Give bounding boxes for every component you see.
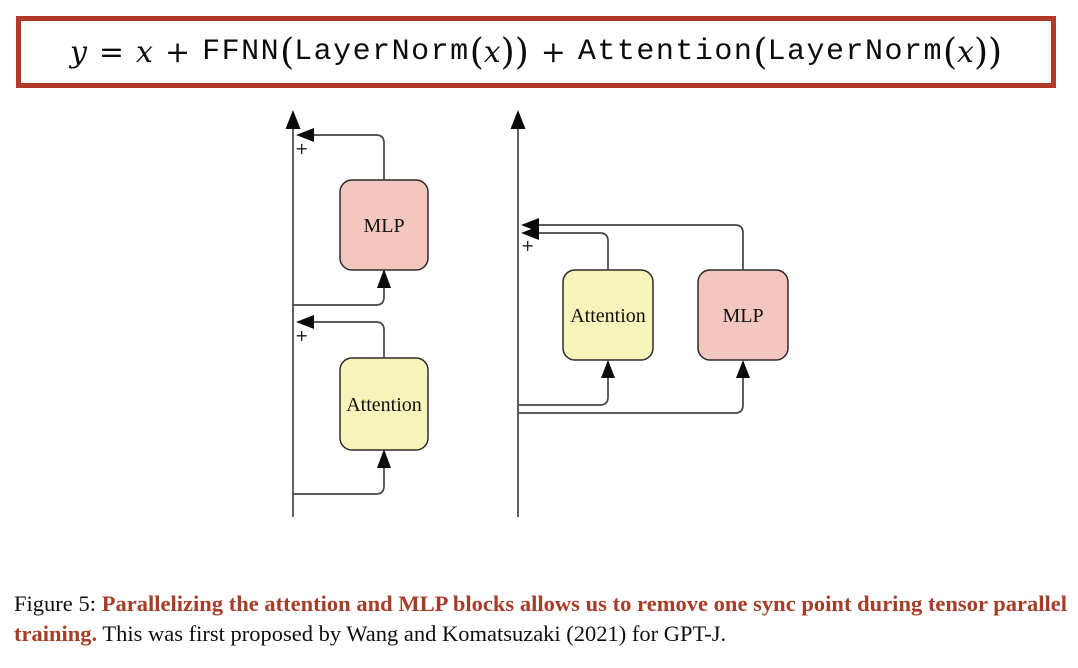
attention-input-line	[293, 468, 385, 495]
formula-equals: =	[98, 34, 125, 70]
mlp-block-label: MLP	[363, 215, 404, 237]
attention-block-label: Attention	[570, 305, 646, 327]
parallel-diagram: Attention MLP +	[510, 110, 789, 517]
attention-output-line	[538, 232, 609, 270]
caption-rest: This was first proposed by Wang and Koma…	[97, 620, 727, 646]
equation-box: y = x + FFNN ( LayerNorm ( x )) + Attent…	[16, 16, 1056, 88]
up-arrow-icon	[510, 110, 526, 129]
formula-layernorm: LayerNorm	[767, 35, 943, 69]
formula-attention: Attention	[577, 35, 754, 69]
formula-var-x: x	[483, 34, 501, 70]
formula-var-y: y	[69, 34, 87, 70]
formula-var-x: x	[136, 34, 153, 70]
add-symbol: +	[295, 139, 308, 158]
left-arrow-icon	[296, 128, 314, 142]
formula-var-x: x	[957, 34, 974, 70]
left-arrow-icon	[296, 315, 314, 329]
left-arrow-icon	[521, 218, 539, 232]
formula-plus: +	[540, 34, 566, 70]
figure-caption: Figure 5: Parallelizing the attention an…	[14, 589, 1067, 648]
caption-highlight: Parallelizing the attention and MLP bloc…	[14, 591, 1067, 646]
formula-ffnn: FFNN	[202, 35, 281, 69]
up-arrow-icon	[377, 269, 391, 288]
mlp-output-line	[313, 134, 385, 180]
formula-plus: +	[164, 34, 191, 70]
attention-output-line	[313, 321, 385, 358]
up-arrow-icon	[601, 360, 615, 378]
up-arrow-icon	[736, 360, 750, 378]
add-symbol: +	[521, 236, 534, 255]
up-arrow-icon	[285, 110, 301, 129]
mlp-input-line	[293, 288, 385, 306]
up-arrow-icon	[377, 449, 391, 468]
attention-block-label: Attention	[346, 394, 422, 416]
figure-number: Figure 5:	[14, 591, 102, 616]
formula-layernorm: LayerNorm	[294, 35, 470, 69]
add-symbol: +	[295, 326, 308, 345]
mlp-block-label: MLP	[722, 305, 763, 327]
mlp-input-line	[518, 378, 744, 414]
mlp-output-line	[538, 224, 744, 270]
sequential-diagram: Attention + MLP +	[285, 110, 429, 517]
attention-input-line	[518, 378, 609, 406]
